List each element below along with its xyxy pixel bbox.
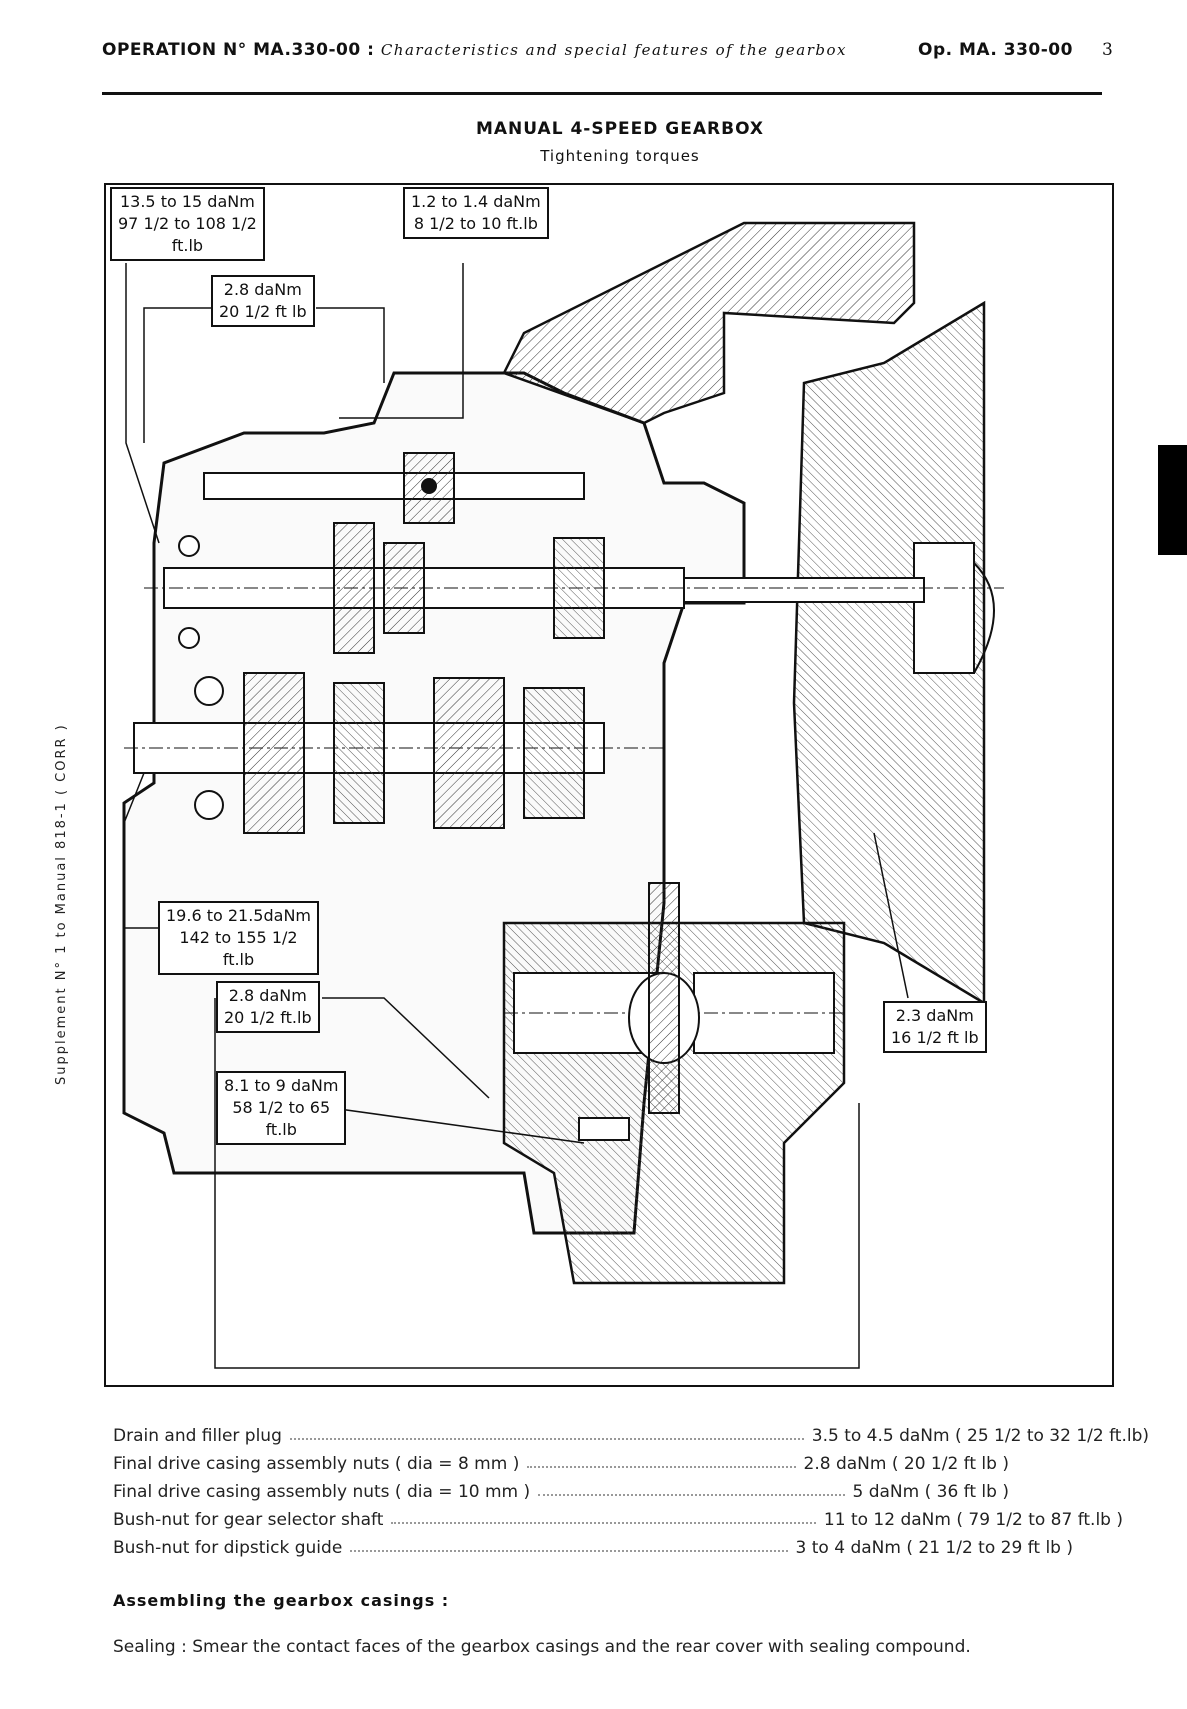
page-number: 3 xyxy=(1102,40,1114,60)
operation-label: OPERATION N° MA.330-00 : xyxy=(102,40,375,60)
op-reference: Op. MA. 330-00 xyxy=(918,40,1073,60)
gearbox-drawing xyxy=(104,183,1114,1387)
torque-callout-7: 2.3 daNm 16 1/2 ft lb xyxy=(883,1001,987,1053)
spec-value: 11 to 12 daNm ( 79 1/2 to 87 ft.lb ) xyxy=(823,1510,1123,1530)
spec-row: Bush-nut for dipstick guide 3 to 4 daNm … xyxy=(113,1538,1073,1558)
spec-leader xyxy=(527,1454,796,1468)
spec-row: Bush-nut for gear selector shaft 11 to 1… xyxy=(113,1510,1123,1530)
spec-row: Drain and filler plug 3.5 to 4.5 daNm ( … xyxy=(113,1426,1149,1446)
spec-row: Final drive casing assembly nuts ( dia =… xyxy=(113,1482,1009,1502)
page-header: OPERATION N° MA.330-00 : Characteristics… xyxy=(102,40,847,60)
figure-title: MANUAL 4-SPEED GEARBOX xyxy=(475,119,765,139)
spec-label: Bush-nut for gear selector shaft xyxy=(113,1510,384,1530)
torque-callout-5: 2.8 daNm 20 1/2 ft.lb xyxy=(216,981,320,1033)
spec-value: 3 to 4 daNm ( 21 1/2 to 29 ft lb ) xyxy=(795,1538,1073,1558)
supplement-note: Supplement N° 1 to Manual 818-1 ( CORR ) xyxy=(54,723,69,1085)
spec-label: Drain and filler plug xyxy=(113,1426,282,1446)
sealing-instruction: Sealing : Smear the contact faces of the… xyxy=(113,1637,971,1657)
spec-leader xyxy=(391,1510,816,1524)
spec-value: 3.5 to 4.5 daNm ( 25 1/2 to 32 1/2 ft.lb… xyxy=(811,1426,1149,1446)
spec-value: 2.8 daNm ( 20 1/2 ft lb ) xyxy=(803,1454,1009,1474)
assembly-heading: Assembling the gearbox casings : xyxy=(113,1591,450,1610)
spec-leader xyxy=(289,1426,804,1440)
spec-leader xyxy=(538,1482,845,1496)
figure-subtitle: Tightening torques xyxy=(540,147,700,165)
torque-callout-1: 13.5 to 15 daNm 97 1/2 to 108 1/2 ft.lb xyxy=(110,187,265,261)
header-rule xyxy=(102,92,1102,95)
spec-label: Final drive casing assembly nuts ( dia =… xyxy=(113,1482,531,1502)
spec-value: 5 daNm ( 36 ft lb ) xyxy=(852,1482,1010,1502)
spec-label: Bush-nut for dipstick guide xyxy=(113,1538,343,1558)
torque-callout-3: 2.8 daNm 20 1/2 ft lb xyxy=(211,275,315,327)
torque-callout-2: 1.2 to 1.4 daNm 8 1/2 to 10 ft.lb xyxy=(403,187,549,239)
gearbox-cross-section: 13.5 to 15 daNm 97 1/2 to 108 1/2 ft.lb … xyxy=(104,183,1114,1387)
torque-callout-4: 19.6 to 21.5daNm 142 to 155 1/2 ft.lb xyxy=(158,901,319,975)
spec-row: Final drive casing assembly nuts ( dia =… xyxy=(113,1454,1009,1474)
spec-label: Final drive casing assembly nuts ( dia =… xyxy=(113,1454,520,1474)
operation-subtitle: Characteristics and special features of … xyxy=(380,41,847,59)
torque-callout-6: 8.1 to 9 daNm 58 1/2 to 65 ft.lb xyxy=(216,1071,347,1145)
spec-leader xyxy=(350,1538,788,1552)
section-tab-marker xyxy=(1158,445,1187,555)
